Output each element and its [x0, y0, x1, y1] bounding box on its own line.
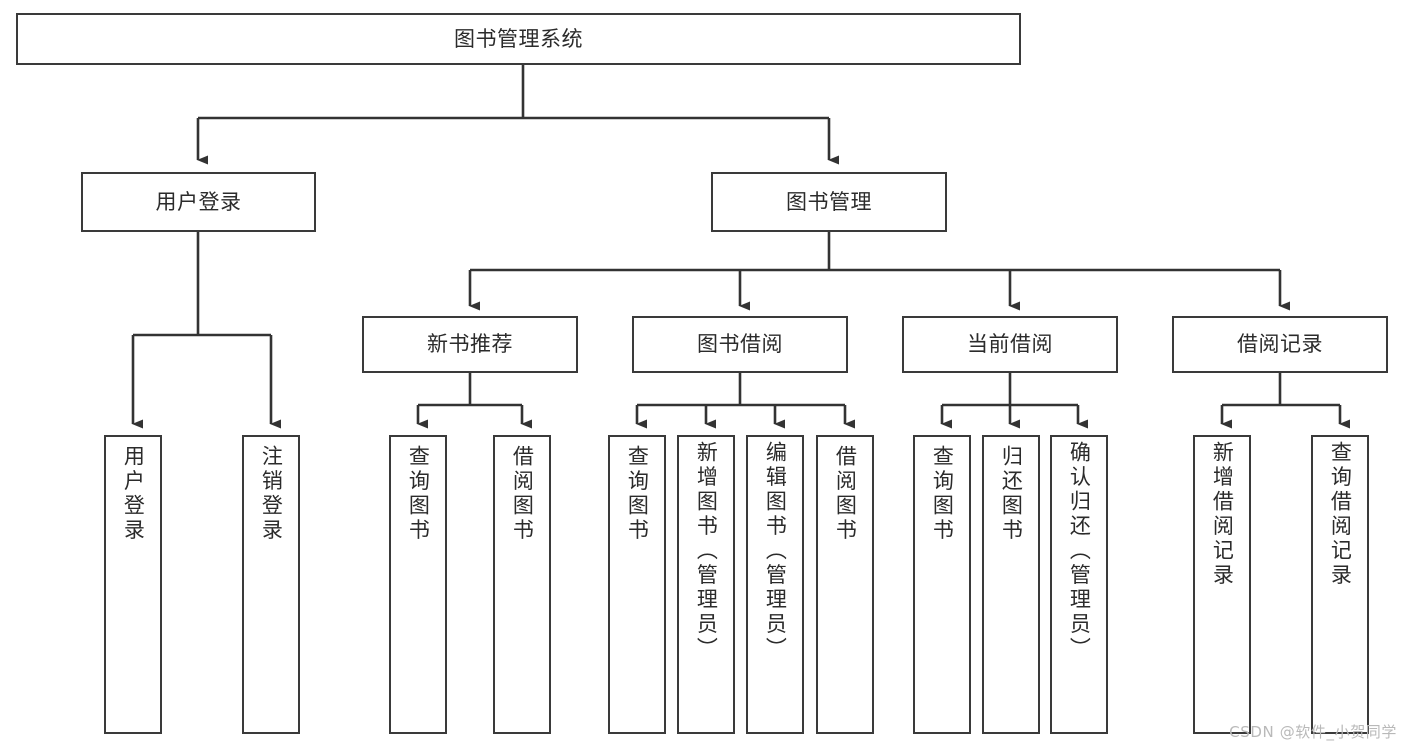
node-current-borrow-label: 当前借阅 [967, 332, 1053, 357]
node-leaf-query-book-2[interactable]: 查询图书 [608, 435, 666, 734]
node-leaf-add-record-label: 新增借阅记录 [1210, 441, 1235, 588]
node-leaf-add-record[interactable]: 新增借阅记录 [1193, 435, 1251, 734]
node-book-borrow-label: 图书借阅 [697, 332, 783, 357]
node-leaf-edit-book[interactable]: 编辑图书（管理员） [746, 435, 804, 734]
node-leaf-query-book-3-label: 查询图书 [930, 445, 955, 543]
node-leaf-query-book-1[interactable]: 查询图书 [389, 435, 447, 734]
node-leaf-query-book-2-label: 查询图书 [625, 445, 650, 543]
node-leaf-query-record[interactable]: 查询借阅记录 [1311, 435, 1369, 734]
node-user-login-label: 用户登录 [155, 189, 242, 214]
node-book-manage[interactable]: 图书管理 [711, 172, 947, 232]
node-book-borrow[interactable]: 图书借阅 [632, 316, 848, 373]
node-current-borrow[interactable]: 当前借阅 [902, 316, 1118, 373]
node-root-label: 图书管理系统 [454, 26, 583, 51]
node-leaf-add-book-label: 新增图书（管理员） [694, 441, 719, 662]
node-leaf-logout-login[interactable]: 注销登录 [242, 435, 300, 734]
node-leaf-edit-book-label: 编辑图书（管理员） [763, 441, 788, 662]
node-leaf-borrow-book-1[interactable]: 借阅图书 [493, 435, 551, 734]
node-user-login[interactable]: 用户登录 [81, 172, 316, 232]
node-leaf-query-book-3[interactable]: 查询图书 [913, 435, 971, 734]
node-new-book-recommend-label: 新书推荐 [427, 332, 513, 357]
node-leaf-return-book-label: 归还图书 [999, 445, 1024, 543]
node-book-manage-label: 图书管理 [786, 189, 872, 214]
node-new-book-recommend[interactable]: 新书推荐 [362, 316, 578, 373]
node-root[interactable]: 图书管理系统 [16, 13, 1021, 65]
node-leaf-add-book[interactable]: 新增图书（管理员） [677, 435, 735, 734]
node-leaf-query-record-label: 查询借阅记录 [1328, 441, 1353, 588]
node-leaf-user-login-label: 用户登录 [121, 445, 146, 543]
node-leaf-return-book[interactable]: 归还图书 [982, 435, 1040, 734]
node-leaf-borrow-book-1-label: 借阅图书 [510, 445, 535, 543]
node-leaf-confirm-return-label: 确认归还（管理员） [1067, 441, 1092, 662]
node-leaf-borrow-book-2[interactable]: 借阅图书 [816, 435, 874, 734]
node-leaf-borrow-book-2-label: 借阅图书 [833, 445, 858, 543]
node-leaf-query-book-1-label: 查询图书 [406, 445, 431, 543]
node-leaf-user-login[interactable]: 用户登录 [104, 435, 162, 734]
node-leaf-logout-login-label: 注销登录 [259, 445, 284, 543]
node-borrow-record[interactable]: 借阅记录 [1172, 316, 1388, 373]
node-borrow-record-label: 借阅记录 [1237, 332, 1323, 357]
node-leaf-confirm-return[interactable]: 确认归还（管理员） [1050, 435, 1108, 734]
csdn-watermark: CSDN @软件_小贺同学 [1229, 723, 1397, 741]
